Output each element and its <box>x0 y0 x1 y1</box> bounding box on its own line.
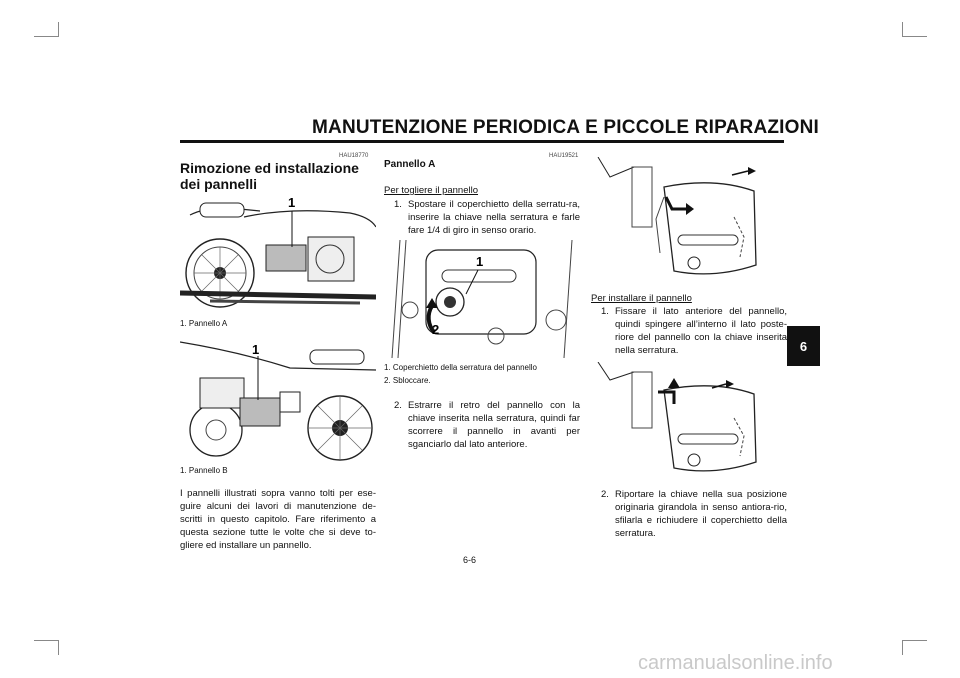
figure-panel-a: 1 <box>180 193 376 315</box>
step-number: 1. <box>601 306 609 317</box>
step-text: Estrarre il retro del pannello con la ch… <box>408 400 580 450</box>
crop-mark-bottom-right <box>902 640 927 655</box>
section-title: Rimozione ed installazione dei pannelli <box>180 160 359 192</box>
section-code: HAU18770 <box>339 153 369 159</box>
install-step-1: 1. Fissare il lato anteriore del pannell… <box>591 305 787 357</box>
section-body: I pannelli illustrati sopra vanno tolti … <box>180 488 376 551</box>
figure-caption: 1. Pannello A <box>180 319 228 328</box>
step-text: Spostare il coperchietto della serratu-r… <box>408 199 580 236</box>
figure-callout: 1 <box>476 254 483 269</box>
install-step-2: 2. Riportare la chiave nella sua posizio… <box>591 488 787 540</box>
crop-mark-bottom-left <box>34 640 59 655</box>
step-text: Riportare la chiave nella sua posizione … <box>615 489 787 539</box>
crop-mark-top-right <box>902 22 927 37</box>
remove-step-2: 2. Estrarre il retro del pannello con la… <box>384 399 580 451</box>
install-heading: Per installare il pannello <box>591 293 692 304</box>
step-number: 2. <box>601 489 609 500</box>
remove-step-1: 1. Spostare il coperchietto della serrat… <box>384 198 580 237</box>
step-text: Fissare il lato anteriore del pannello, … <box>615 306 787 356</box>
crop-mark-top-left <box>34 22 59 37</box>
watermark: carmanualsonline.info <box>638 652 833 674</box>
figure-caption: 1. Coperchietto della serratura del pann… <box>384 363 537 372</box>
section-code: HAU19521 <box>549 153 579 159</box>
page-number: 6-6 <box>463 555 477 565</box>
chapter-tab: 6 <box>787 326 820 366</box>
figure-callout: 1 <box>288 195 295 210</box>
figure-panel-install <box>594 362 786 484</box>
step-number: 2. <box>394 400 402 411</box>
figure-callout: 1 <box>252 342 259 357</box>
remove-heading: Per togliere il pannello <box>384 185 479 196</box>
figure-callout: 2 <box>432 322 439 337</box>
figure-lock: 1 2 <box>386 240 580 358</box>
figure-panel-b: 1 <box>180 338 376 462</box>
header-rule <box>180 140 784 143</box>
subsection-title: Pannello A <box>384 159 436 170</box>
figure-caption: 1. Pannello B <box>180 466 228 475</box>
step-number: 1. <box>394 199 402 210</box>
page-header-title: MANUTENZIONE PERIODICA E PICCOLE RIPARAZ… <box>312 117 820 138</box>
figure-caption: 2. Sbloccare. <box>384 376 431 385</box>
figure-panel-remove <box>594 157 786 289</box>
